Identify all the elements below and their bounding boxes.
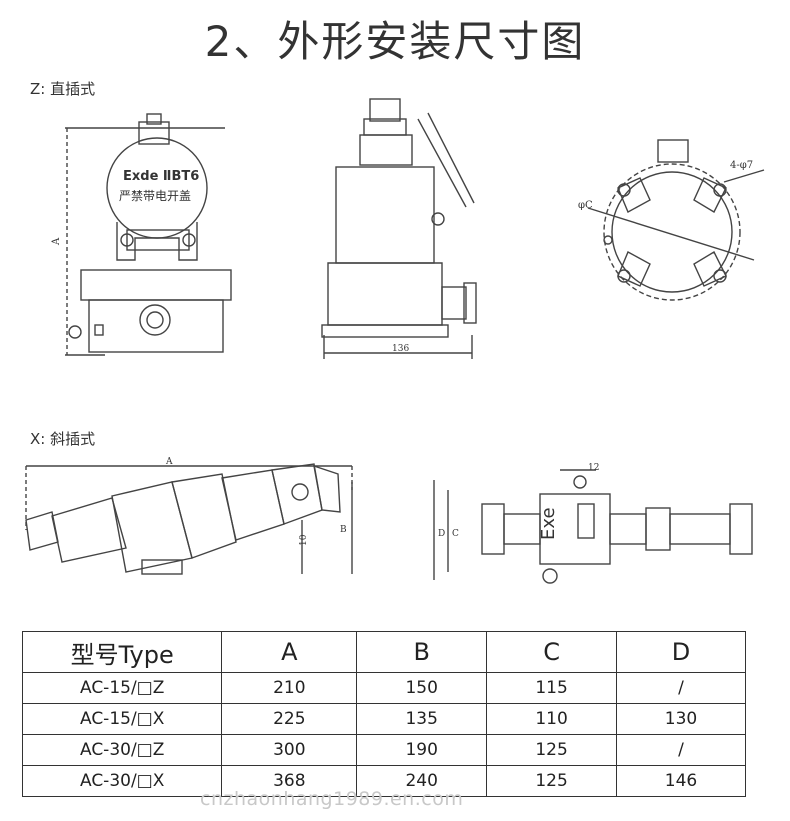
table-row: AC-15/□X 225 135 110 130: [21, 703, 746, 735]
straight-side-view-drawing: 136: [321, 98, 477, 359]
exe-marking: Exe: [538, 507, 559, 540]
dim-label-c-angled: C: [452, 529, 459, 539]
front-marking-exde: Exde ⅡBT6: [123, 169, 199, 184]
section-label-angled: X: 斜插式: [30, 430, 96, 448]
cell-b: 190: [356, 734, 488, 766]
header-a: A: [221, 631, 358, 673]
header-b: B: [356, 631, 488, 673]
table-row: AC-30/□Z 300 190 125 /: [21, 734, 746, 766]
cell-type: AC-30/□X: [21, 765, 223, 797]
table-row: AC-30/□X 368 240 125 146: [21, 765, 746, 797]
cell-d: 130: [616, 703, 746, 735]
header-c: C: [486, 631, 618, 673]
page-title: 2、外形安装尺寸图: [204, 17, 586, 66]
cell-b: 150: [356, 672, 488, 704]
cell-c: 125: [486, 734, 618, 766]
cell-a: 300: [221, 734, 358, 766]
cell-a: 225: [221, 703, 358, 735]
front-marking-warning: 严禁带电开盖: [119, 189, 191, 203]
dimension-table: 型号Type A B C D AC-15/□Z 210 150 115 / AC…: [21, 631, 746, 797]
dim-label-b: B: [340, 525, 347, 535]
header-type: 型号Type: [21, 631, 223, 673]
straight-top-view-drawing: φC 4-φ7: [578, 139, 765, 301]
straight-front-view-drawing: A Exde ⅡBT6 严禁带电开盖: [51, 113, 232, 356]
dim-label-10: 10: [299, 534, 309, 546]
cell-d: /: [616, 672, 746, 704]
dim-label-12: 12: [588, 463, 599, 473]
angled-top-view-drawing: Exe 12 C D: [433, 463, 753, 584]
cell-type: AC-15/□X: [21, 703, 223, 735]
dim-label-d: D: [438, 529, 445, 539]
table-header-row: 型号Type A B C D: [21, 631, 746, 673]
section-label-straight: Z: 直插式: [30, 80, 96, 98]
dim-label-136: 136: [392, 344, 409, 354]
dim-label-a: A: [51, 237, 62, 246]
cell-d: 146: [616, 765, 746, 797]
dim-label-a-angled: A: [165, 457, 173, 467]
cell-type: AC-30/□Z: [21, 734, 223, 766]
cell-c: 125: [486, 765, 618, 797]
header-d: D: [616, 631, 746, 673]
cell-c: 115: [486, 672, 618, 704]
table-row: AC-15/□Z 210 150 115 /: [21, 672, 746, 704]
cell-b: 135: [356, 703, 488, 735]
cell-a: 368: [221, 765, 358, 797]
watermark: cnzhaonhang1989.en.com: [200, 788, 464, 810]
cell-c: 110: [486, 703, 618, 735]
angled-side-view-drawing: A B 10: [25, 457, 353, 575]
dim-label-holes: 4-φ7: [730, 160, 753, 171]
dim-label-phi-c: φC: [578, 200, 593, 211]
cell-b: 240: [356, 765, 488, 797]
cell-d: /: [616, 734, 746, 766]
cell-type: AC-15/□Z: [21, 672, 223, 704]
cell-a: 210: [221, 672, 358, 704]
